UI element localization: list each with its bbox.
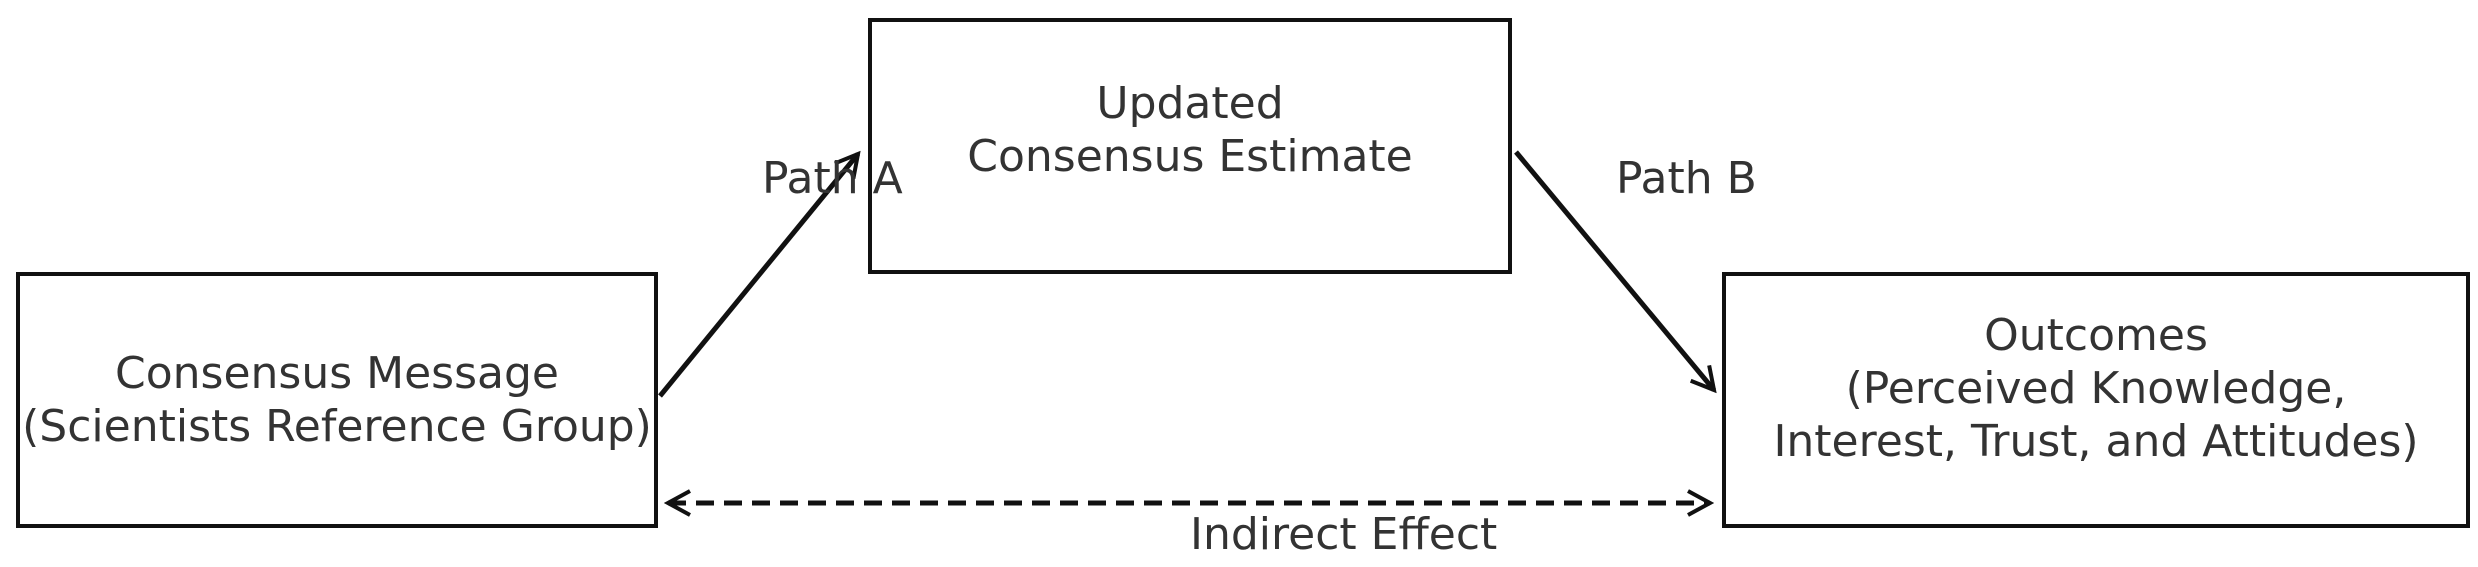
path-b-label: Path B (1616, 153, 1757, 204)
consensus-message-node: Consensus Message (Scientists Reference … (16, 272, 658, 528)
outcomes-node: Outcomes (Perceived Knowledge, Interest,… (1722, 272, 2470, 528)
outcomes-line3: Interest, Trust, and Attitudes) (1773, 415, 2419, 467)
updated-estimate-line2: Consensus Estimate (967, 131, 1413, 182)
updated-consensus-estimate-node: Updated Consensus Estimate (868, 18, 1512, 274)
consensus-message-title: Consensus Message (115, 348, 559, 399)
path-a-label: Path A (762, 153, 903, 204)
consensus-message-subtitle: (Scientists Reference Group) (22, 401, 652, 452)
updated-estimate-line1: Updated (1096, 78, 1284, 129)
outcomes-line2: (Perceived Knowledge, (1845, 362, 2347, 414)
path-a-arrow (658, 154, 858, 398)
indirect-effect-label: Indirect Effect (1190, 509, 1498, 560)
outcomes-title: Outcomes (1984, 309, 2208, 361)
path-b-arrow (1514, 150, 1714, 390)
